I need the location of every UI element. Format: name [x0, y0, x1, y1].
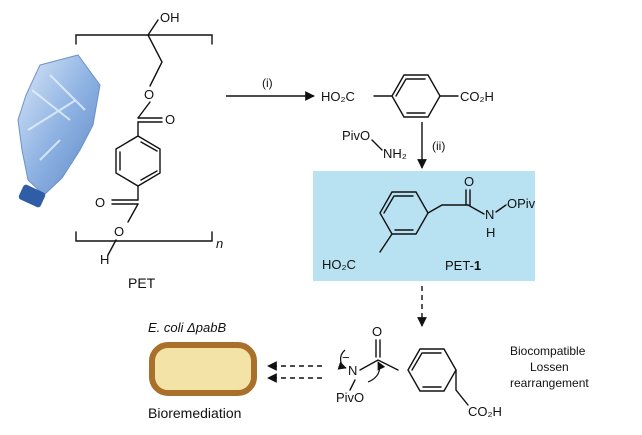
pet-ester-o-label: O [144, 87, 154, 102]
pet1-opiv: OPiv [507, 196, 536, 211]
pet-name-label: PET [128, 275, 156, 291]
pet1-nh-n: N [485, 207, 494, 222]
terephthalic-acid-structure: HO₂C CO₂H [321, 74, 494, 118]
step-i-arrow: (i) [226, 76, 315, 101]
reagent-nh2: NH₂ [383, 146, 407, 161]
pet-carbonyl-o-bottom: O [95, 195, 105, 210]
pet-carbonyl-o-top: O [165, 112, 175, 127]
lossen-label-line1: Biocompatible [510, 344, 586, 358]
lossen-n: N [348, 363, 357, 378]
pet-repeat-n: n [216, 236, 223, 251]
pet-structure: OH O O O O H n PET [75, 10, 223, 291]
pet-oh-label: OH [160, 10, 180, 25]
step-i-label: (i) [262, 76, 273, 90]
pet-h-label: H [100, 252, 109, 267]
lossen-acid: CO₂H [468, 404, 502, 419]
pet1-compound-label: PET-1 [445, 258, 481, 273]
lossen-intermediate: O − N CO₂H PivO Biocompatible Lossen rea… [336, 324, 589, 419]
lossen-pivo: PivO [336, 390, 364, 405]
lossen-label-line3: rearrangement [510, 376, 589, 390]
pet1-acid: HO₂C [322, 257, 356, 272]
tpa-right-acid: CO₂H [460, 89, 494, 104]
pet1-carbonyl-o: O [464, 174, 474, 189]
ecoli-cell: E. coli ΔpabB Bioremediation [148, 320, 257, 421]
pet1-highlight-box [313, 171, 535, 281]
tpa-left-acid: HO₂C [321, 89, 355, 104]
ecoli-title: E. coli ΔpabB [148, 320, 226, 335]
pet1-box: O N H OPiv HO₂C PET-1 [313, 171, 536, 281]
ecoli-cell-icon [149, 342, 257, 396]
lossen-carbonyl-o: O [372, 324, 382, 339]
bioremediation-label: Bioremediation [148, 405, 241, 421]
pet1-nh-h: H [486, 225, 495, 240]
lossen-label-line2: Lossen [530, 360, 569, 374]
lossen-minus: − [342, 350, 350, 365]
step-ii: (ii) PivO NH₂ [342, 122, 445, 169]
step-ii-label: (ii) [432, 139, 445, 153]
bottle-cap-icon [18, 184, 46, 208]
pet-bottom-o-label: O [114, 224, 124, 239]
reagent-pivo: PivO [342, 128, 370, 143]
plastic-bottle-icon [17, 54, 101, 208]
